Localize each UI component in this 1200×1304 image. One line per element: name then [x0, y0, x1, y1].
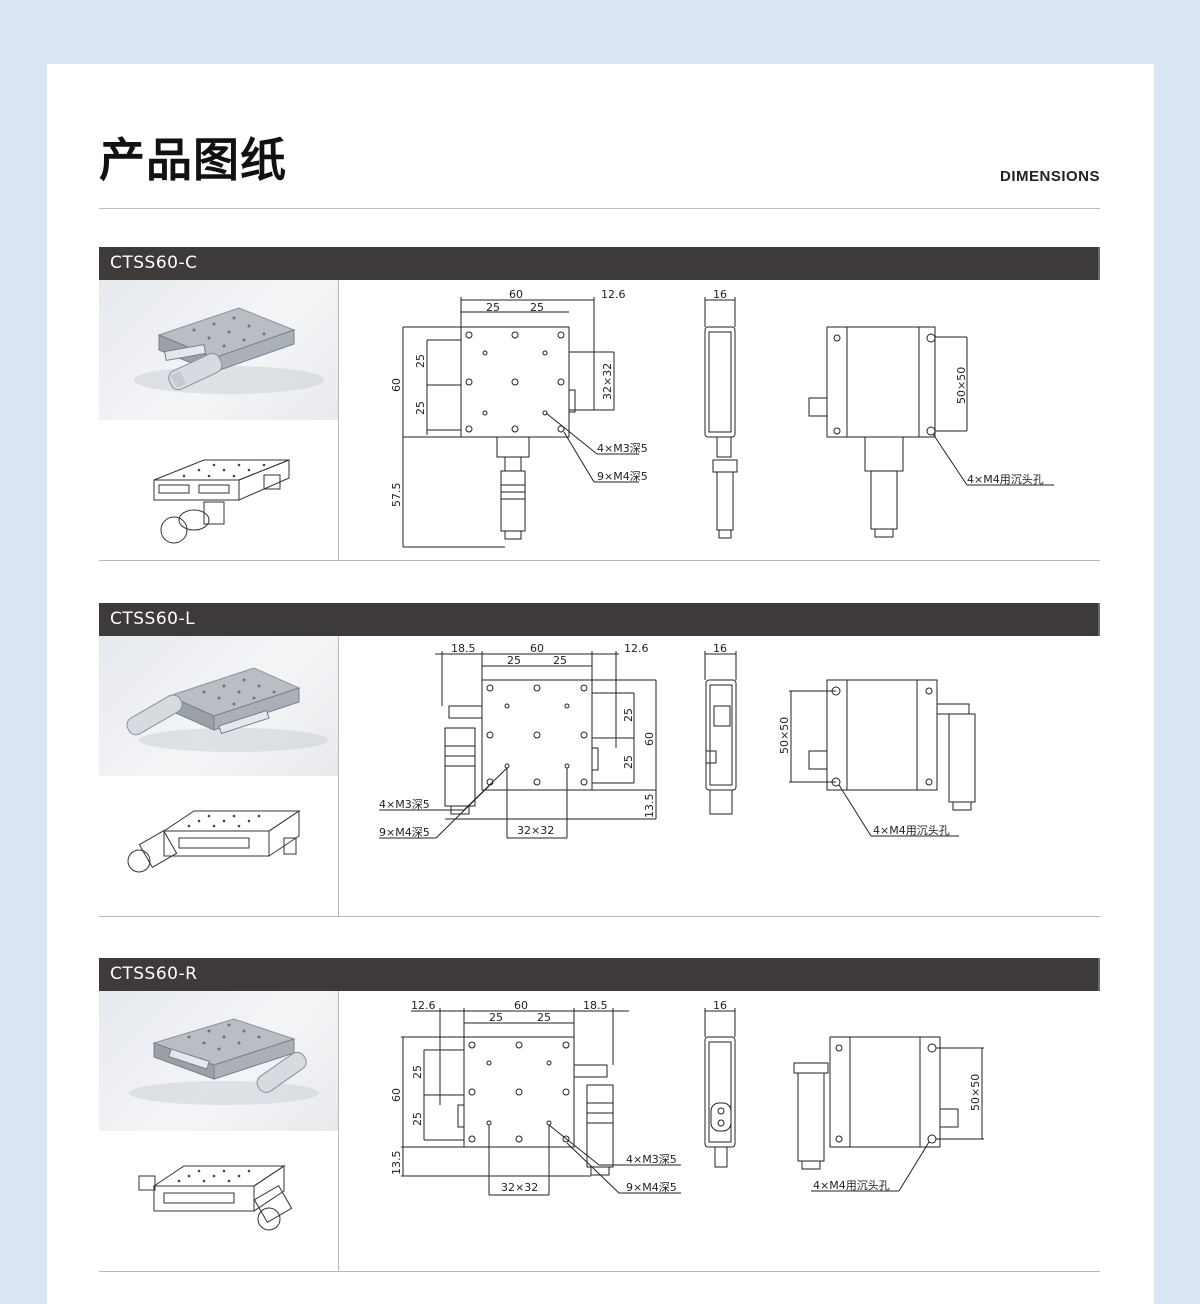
dim-height: 60	[643, 732, 656, 746]
dim-pitch-b: 25	[530, 301, 544, 314]
product-section-ctss60-l: CTSS60-L	[99, 603, 1100, 918]
dim-side-width: 16	[713, 288, 727, 301]
dim-mount: 50×50	[955, 367, 968, 404]
dim-width: 60	[509, 288, 523, 301]
dim-height: 60	[390, 1088, 403, 1102]
dim-length: 57.5	[390, 483, 403, 508]
top-view-outline	[460, 326, 570, 438]
product-render-photo	[99, 991, 338, 1131]
product-name: CTSS60-R	[110, 964, 198, 984]
product-render-photo	[99, 280, 338, 420]
column-divider	[338, 991, 339, 1271]
dim-pitch-b: 25	[553, 654, 567, 667]
note-m4-holes: 9×M4深5	[379, 826, 430, 839]
dim-knob-offset-left: 18.5	[451, 642, 476, 655]
note-m3-holes: 4×M3深5	[597, 442, 648, 455]
product-render-photo	[99, 636, 338, 776]
product-header: CTSS60-L	[99, 603, 1100, 636]
dim-pattern: 32×32	[601, 363, 614, 400]
dim-side-width: 16	[713, 999, 727, 1012]
dim-pitch-c: 25	[414, 354, 427, 368]
product-header: CTSS60-R	[99, 958, 1100, 991]
note-m4-holes: 9×M4深5	[626, 1181, 677, 1194]
bottom-view-outline	[826, 679, 938, 791]
section-divider	[99, 1271, 1100, 1272]
technical-drawing: 60 25 25 12.6 60 25 25 57.5 32×32 4×M3深5…	[339, 280, 1100, 560]
dim-knob-offset: 12.6	[411, 999, 436, 1012]
technical-drawing: 12.6 60 18.5 25 25 60 25 25 13.5 32×32 4…	[339, 991, 1100, 1271]
product-line-drawing	[99, 1131, 338, 1271]
dim-mount: 50×50	[778, 717, 791, 754]
note-countersink: 4×M4用沉头孔	[873, 824, 950, 837]
technical-drawing: 18.5 60 25 25 12.6 25 25 60 13.5 32×32 4…	[339, 636, 1100, 916]
product-line-drawing	[99, 776, 338, 916]
dim-side-width: 16	[713, 642, 727, 655]
dim-width: 60	[514, 999, 528, 1012]
note-m3-holes: 4×M3深5	[626, 1153, 677, 1166]
section-divider	[99, 560, 1100, 561]
dim-base: 13.5	[643, 794, 656, 819]
page-subtitle: DIMENSIONS	[999, 168, 1100, 185]
product-header: CTSS60-C	[99, 247, 1100, 280]
product-section-ctss60-r: CTSS60-R	[99, 958, 1100, 1273]
dim-pattern: 32×32	[517, 824, 554, 837]
note-countersink: 4×M4用沉头孔	[813, 1179, 890, 1192]
page-title: 产品图纸	[99, 133, 287, 187]
note-m3-holes: 4×M3深5	[379, 798, 430, 811]
dim-pitch-b: 25	[537, 1011, 551, 1024]
column-divider	[338, 636, 339, 916]
dim-pitch-a: 25	[486, 301, 500, 314]
dim-base: 13.5	[390, 1151, 403, 1176]
dim-pitch-c: 25	[411, 1065, 424, 1079]
page-sheet: 产品图纸 DIMENSIONS CTSS60-C	[47, 64, 1154, 1304]
top-view-outline	[481, 679, 593, 791]
dim-pitch-d: 25	[411, 1112, 424, 1126]
dim-pitch-d: 25	[414, 401, 427, 415]
note-m4-holes: 9×M4深5	[597, 470, 648, 483]
dim-pattern: 32×32	[501, 1181, 538, 1194]
dim-pitch-c: 25	[622, 708, 635, 722]
top-view-outline	[463, 1036, 575, 1148]
dim-knob-offset-right: 18.5	[583, 999, 608, 1012]
dim-width: 60	[530, 642, 544, 655]
dim-pitch-a: 25	[489, 1011, 503, 1024]
dim-mount: 50×50	[969, 1074, 982, 1111]
column-divider	[338, 280, 339, 560]
note-countersink: 4×M4用沉头孔	[967, 473, 1044, 486]
product-name: CTSS60-L	[110, 609, 196, 629]
section-divider	[99, 916, 1100, 917]
title-divider	[99, 208, 1100, 209]
product-name: CTSS60-C	[110, 253, 198, 273]
bottom-view-outline	[829, 1036, 941, 1148]
product-line-drawing	[99, 420, 338, 560]
dim-height: 60	[390, 378, 403, 392]
product-section-ctss60-c: CTSS60-C	[99, 247, 1100, 562]
dim-knob-offset: 12.6	[624, 642, 649, 655]
dim-pitch-a: 25	[507, 654, 521, 667]
dim-knob-offset: 12.6	[601, 288, 626, 301]
dim-pitch-d: 25	[622, 755, 635, 769]
